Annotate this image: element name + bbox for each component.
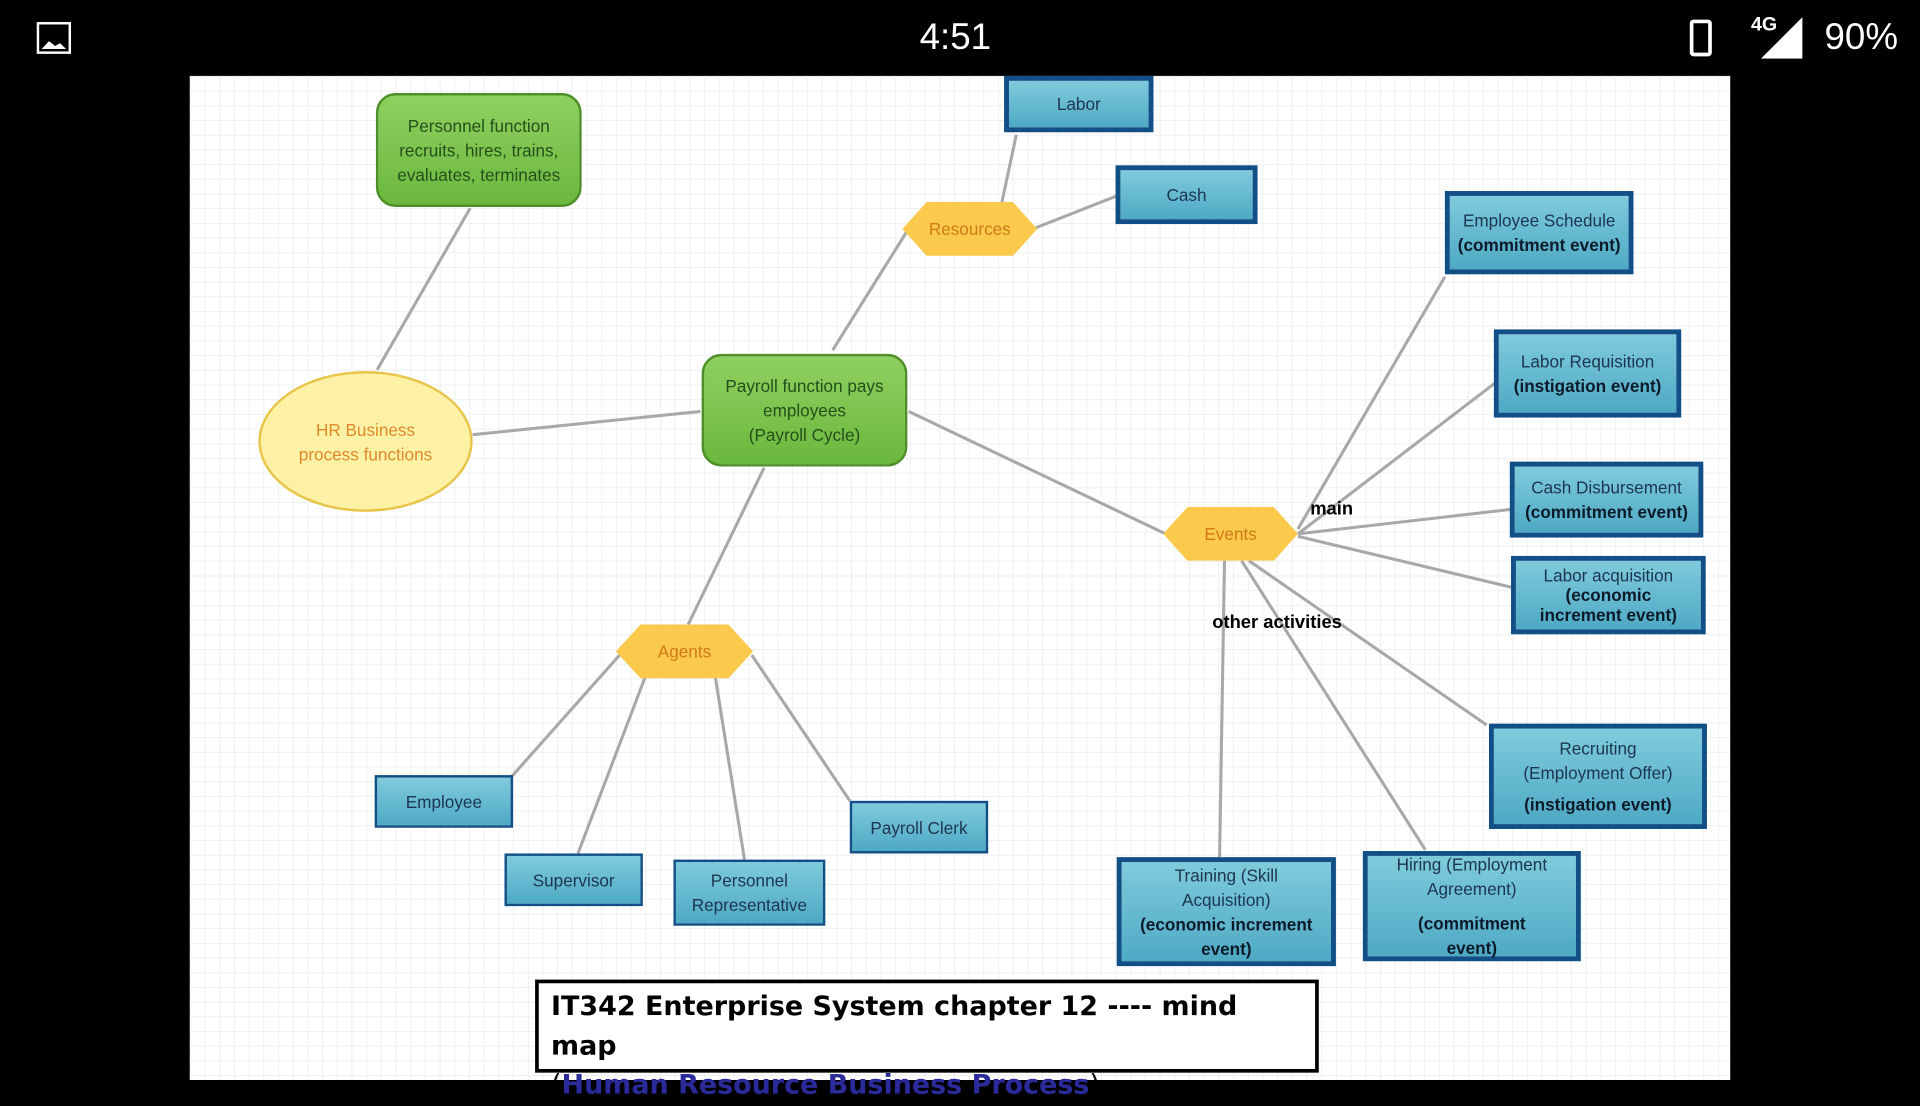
event-type: (economic increment event)	[1140, 914, 1313, 959]
clock: 4:51	[919, 17, 992, 58]
employee-schedule-node[interactable]: Employee Schedule (commitment event)	[1444, 191, 1634, 275]
node-name: Labor Requisition	[1520, 351, 1655, 372]
event-type: (instigation event)	[1513, 375, 1662, 396]
node-name: Training (Skill Acquisition)	[1174, 865, 1278, 910]
resources-node[interactable]: Resources	[902, 202, 1038, 256]
labor-acquisition-node[interactable]: Labor acquisition(economic increment eve…	[1511, 555, 1706, 635]
image-icon	[36, 22, 72, 54]
event-type: (commitment event)	[1457, 235, 1621, 255]
labor-requisition-node[interactable]: Labor Requisition (instigation event)	[1493, 329, 1682, 418]
vibrate-icon	[1689, 19, 1712, 57]
node-name: Cash Disbursement	[1531, 477, 1682, 498]
subtitle: Human Resource Business Process	[561, 1070, 1090, 1101]
event-type: (instigation event)	[1524, 794, 1672, 815]
hr-business-process-node[interactable]: HR Business process functions	[258, 371, 473, 512]
payroll-clerk-node[interactable]: Payroll Clerk	[849, 800, 989, 854]
battery-level: 90%	[1824, 17, 1899, 58]
event-type: (commitment event)	[1525, 502, 1688, 522]
main-label: main	[1310, 498, 1354, 520]
screen: 4:51 4G 90% Personnel function recruits,…	[36, 14, 1899, 1101]
connector-lines	[375, 134, 1514, 860]
cash-disbursement-node[interactable]: Cash Disbursement (commitment event)	[1509, 461, 1704, 538]
payroll-line-3: (Payroll Cycle)	[748, 424, 861, 445]
subtitle-line: (Human Resource Business Process)	[551, 1067, 1303, 1106]
other-activities-label: other activities	[1212, 612, 1342, 634]
title-line: IT342 Enterprise System chapter 12 ---- …	[551, 991, 1238, 1062]
title-box: IT342 Enterprise System chapter 12 ---- …	[535, 979, 1319, 1101]
node-name: Employee Schedule	[1462, 210, 1616, 231]
agents-node[interactable]: Agents	[615, 624, 754, 679]
employee-node[interactable]: Employee	[374, 775, 514, 828]
hiring-node[interactable]: Hiring (Employment Agreement) (commitment…	[1362, 851, 1581, 962]
paren-open: (	[551, 1070, 562, 1101]
personnel-representative-node[interactable]: Personnel Representative	[673, 859, 826, 926]
paren-close: )	[1089, 1070, 1100, 1101]
node-name: Recruiting (Employment Offer)	[1523, 738, 1673, 783]
labor-node[interactable]: Labor	[1004, 75, 1154, 133]
payroll-function-node[interactable]: Payroll function pays employees (Payroll…	[701, 353, 908, 467]
event-type: (economic increment event)	[1539, 585, 1677, 625]
training-node[interactable]: Training (Skill Acquisition)(economic in…	[1116, 857, 1336, 967]
node-name: Hiring (Employment Agreement)	[1396, 854, 1548, 899]
network-type: 4G	[1751, 14, 1778, 36]
node-name: Labor acquisition	[1543, 565, 1674, 586]
cash-node[interactable]: Cash	[1115, 165, 1258, 225]
event-type: (commitment event)	[1418, 913, 1526, 958]
supervisor-node[interactable]: Supervisor	[504, 853, 643, 907]
events-node[interactable]: Events	[1163, 506, 1298, 561]
payroll-line-2: employees	[763, 400, 846, 421]
personnel-function-node[interactable]: Personnel function recruits, hires, trai…	[375, 93, 582, 207]
recruiting-node[interactable]: Recruiting (Employment Offer) (instigatio…	[1488, 723, 1707, 829]
payroll-line-1: Payroll function pays	[725, 375, 884, 396]
